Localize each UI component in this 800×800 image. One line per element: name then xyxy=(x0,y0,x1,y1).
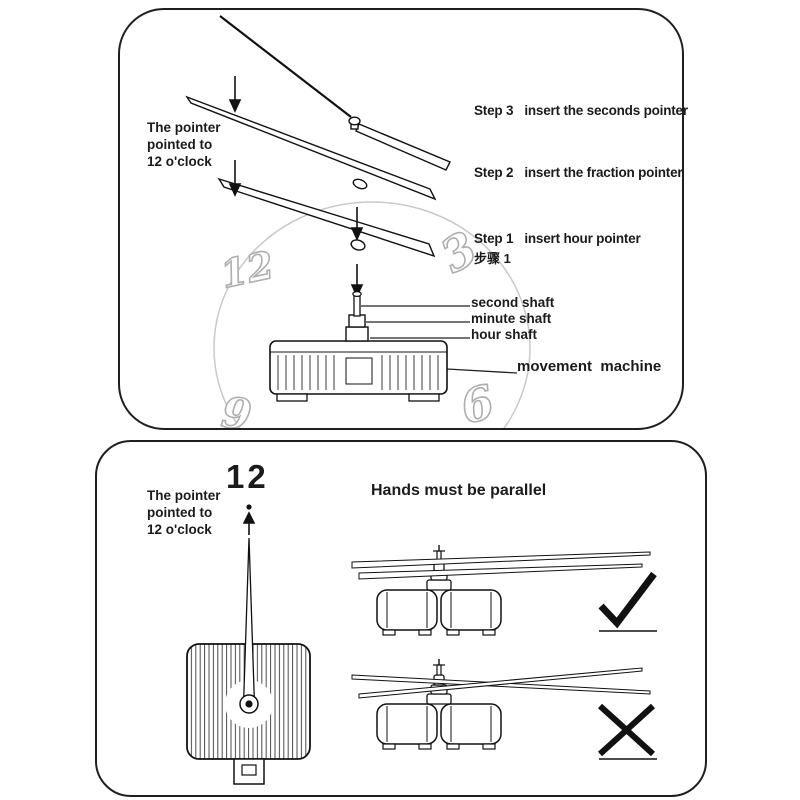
step-row-1: Step 1 insert hour pointer xyxy=(474,231,641,246)
pointer-needle xyxy=(242,537,256,706)
hour-shaft-label: hour shaft xyxy=(471,327,537,342)
minute-hand xyxy=(185,95,437,201)
hour-hand xyxy=(217,177,436,258)
second-shaft xyxy=(353,294,361,317)
step-text: insert the fraction pointer xyxy=(524,165,683,180)
down-arrow-icon xyxy=(228,160,242,197)
big-number-12: 12 xyxy=(226,458,269,495)
step-text: insert the seconds pointer xyxy=(524,103,688,118)
second-shaft-cap xyxy=(352,291,362,298)
down-arrow-icon xyxy=(228,76,242,113)
up-arrow-icon xyxy=(242,511,256,535)
top-panel: 12 3 9 6 xyxy=(118,8,684,430)
assembly-arrows xyxy=(228,76,364,298)
machine-ribs xyxy=(277,355,439,390)
parallel-correct-diagram xyxy=(351,545,651,636)
step-label: Step 3 xyxy=(474,103,514,118)
machine-center-detail xyxy=(345,357,373,385)
hanger-tab xyxy=(233,758,265,785)
movement-machine xyxy=(269,291,448,402)
step-sublabel-cn: 步骤 1 xyxy=(474,251,511,266)
parallel-wrong-diagram xyxy=(351,659,651,750)
clock-number-12-icon: 12 xyxy=(217,242,278,297)
clock-number-9-icon: 9 xyxy=(219,387,255,428)
machine-foot xyxy=(276,393,308,402)
parallel-heading: Hands must be parallel xyxy=(371,482,547,499)
second-shaft-label: second shaft xyxy=(471,295,555,310)
seconds-hand xyxy=(219,15,451,171)
assembly-diagram: 12 3 9 6 xyxy=(185,15,531,428)
hands-parallel xyxy=(351,551,651,580)
step-label: Step 2 xyxy=(474,165,514,180)
down-arrow-icon xyxy=(350,207,364,241)
pointer-note-bottom: The pointer pointed to 12 o'clock xyxy=(147,488,221,537)
hour-shaft xyxy=(345,326,369,342)
alignment-diagram xyxy=(186,504,657,785)
movement-machine-label: movement machine xyxy=(517,358,662,375)
step-row-3: Step 3 insert the seconds pointer xyxy=(474,103,688,118)
machine-foot xyxy=(408,393,440,402)
x-icon xyxy=(597,703,657,760)
hands-crossed xyxy=(351,667,651,699)
minute-shaft xyxy=(348,314,366,328)
minute-shaft-label: minute shaft xyxy=(471,311,552,326)
step-row-2: Step 2 insert the fraction pointer xyxy=(474,165,683,180)
clock-number-6-icon: 6 xyxy=(455,374,500,428)
check-icon xyxy=(598,571,657,632)
step-text: insert hour pointer xyxy=(524,231,641,246)
label-leader-lines xyxy=(361,305,518,374)
pointer-note-top: The pointer pointed to 12 o'clock xyxy=(147,120,221,169)
faint-clock-face xyxy=(213,201,531,428)
center-hub xyxy=(239,694,259,714)
step-label: Step 1 xyxy=(474,231,514,246)
down-arrow-icon xyxy=(350,264,364,298)
bottom-panel xyxy=(95,440,707,797)
movement-side-view xyxy=(376,659,502,750)
twelve-position-dot xyxy=(246,504,252,510)
